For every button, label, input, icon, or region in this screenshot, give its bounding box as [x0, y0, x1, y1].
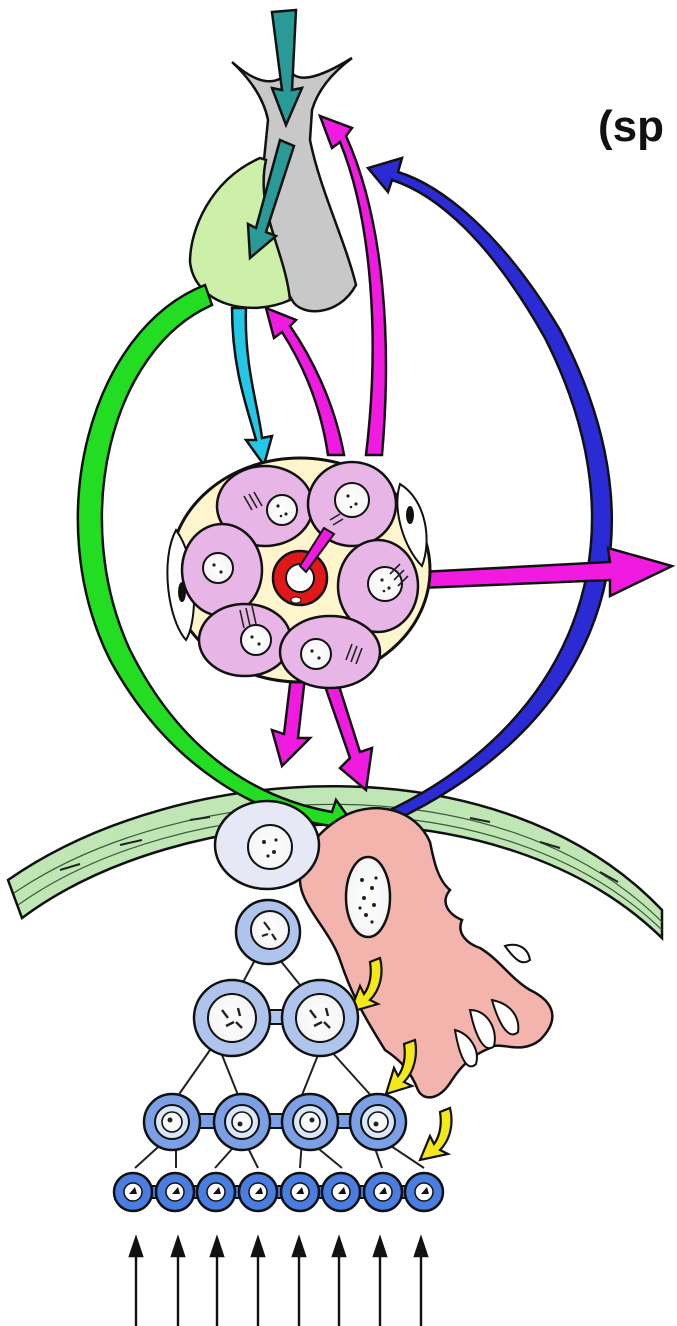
bottom-arrows	[130, 1238, 427, 1326]
bottom-arrow	[333, 1238, 345, 1326]
bottom-arrow	[252, 1238, 264, 1326]
yellow-arrow	[420, 1108, 452, 1160]
cyan-arrow	[232, 308, 272, 465]
spermatogonia-row-2	[194, 980, 358, 1056]
islet-group	[167, 458, 430, 688]
bottom-arrow	[172, 1238, 184, 1326]
spermatogonia-row-1	[236, 900, 300, 964]
bottom-arrow	[293, 1238, 305, 1326]
spermatocyte-row-3	[144, 1094, 406, 1150]
magenta-arrow-pituitary	[266, 308, 344, 455]
bottom-arrow	[130, 1238, 142, 1326]
spermatid-row-4	[114, 1173, 443, 1211]
cropped-label: (sp	[598, 102, 664, 152]
bottom-arrow	[415, 1238, 427, 1326]
magenta-arrow-right	[420, 548, 672, 596]
bottom-arrow	[374, 1238, 386, 1326]
sertoli-nucleus	[346, 857, 390, 937]
bottom-arrow	[211, 1238, 223, 1326]
